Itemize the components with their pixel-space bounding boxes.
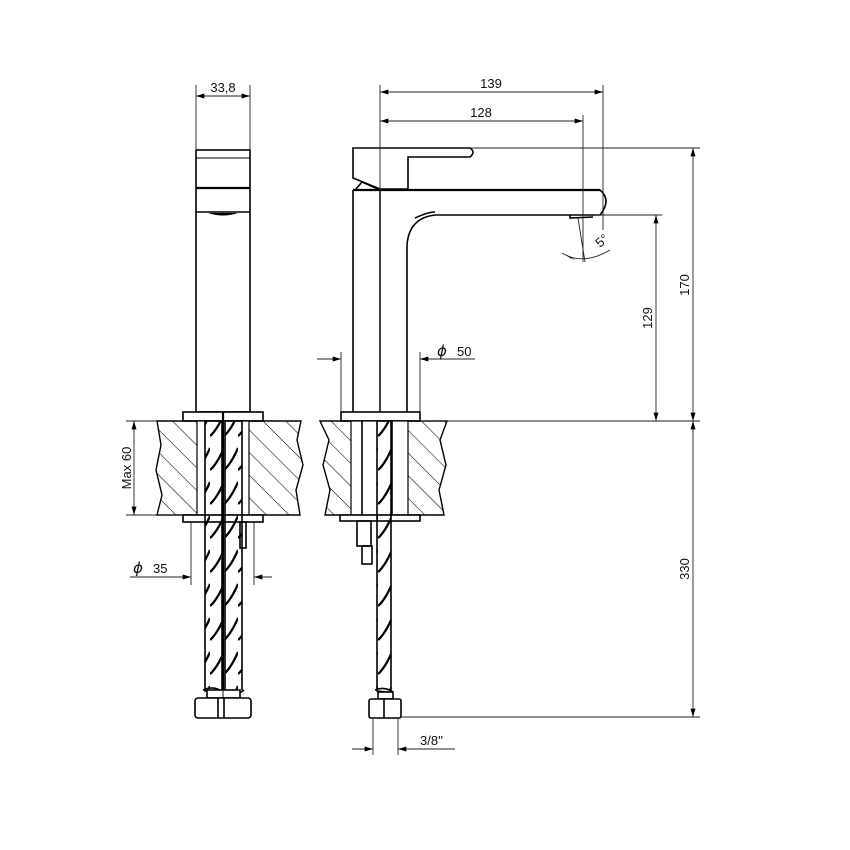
hose-diameter-symbol: ϕ [133, 559, 143, 577]
max-deck-label: Max 60 [119, 447, 134, 490]
overall-reach-label: 139 [480, 76, 502, 91]
front-view: 33,8 Max 60 ϕ 35 [119, 80, 304, 719]
hose-diameter-label: 35 [153, 561, 167, 576]
spout-reach-label: 128 [470, 105, 492, 120]
spout-height-label: 129 [640, 307, 655, 329]
spout-angle-label: 5° [592, 231, 611, 250]
base-diameter-label: 50 [457, 344, 471, 359]
side-view: 139 128 170 129 330 ϕ 50 3/8'' 5° [317, 76, 700, 755]
overall-height-label: 170 [677, 274, 692, 296]
hose-length-label: 330 [677, 558, 692, 580]
connection-thread-label: 3/8'' [420, 733, 443, 748]
body-width-label: 33,8 [210, 80, 235, 95]
base-diameter-symbol: ϕ [437, 342, 447, 360]
